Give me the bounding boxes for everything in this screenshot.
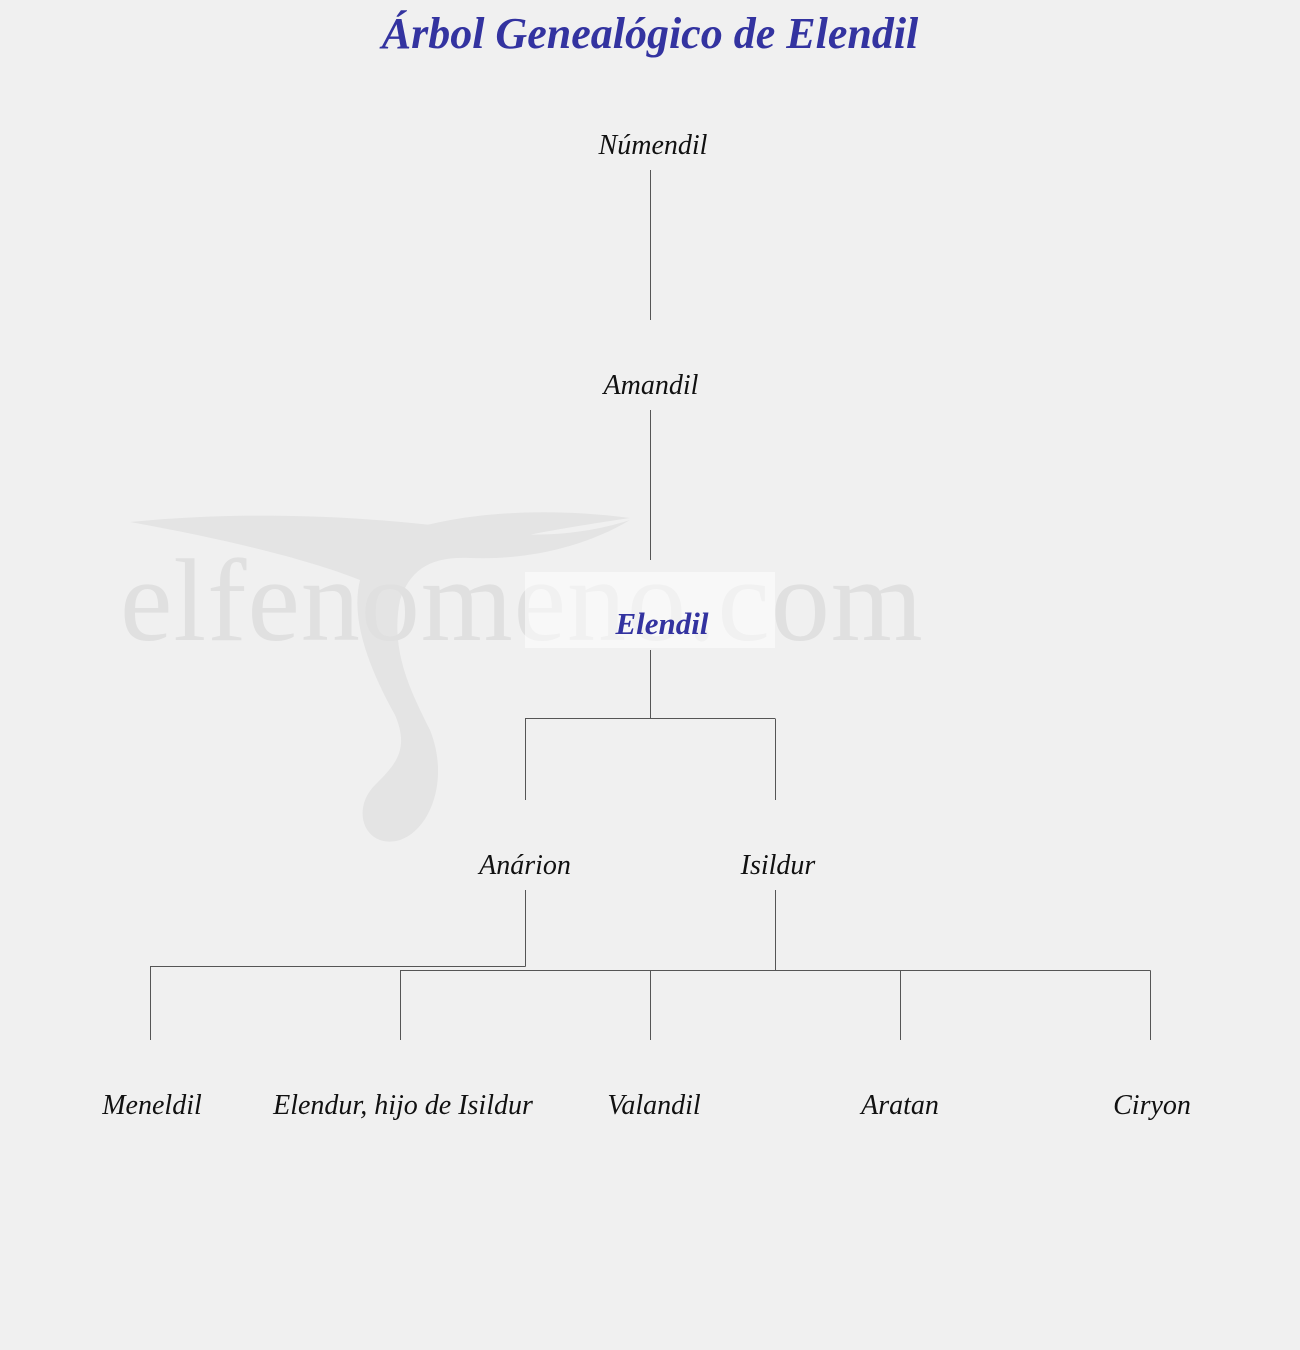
node-amandil: Amandil [603,370,699,401]
node-elendil: Elendil [615,606,709,641]
watermark-text: elfenomeno.com [120,535,924,666]
node-meneldil: Meneldil [102,1090,202,1121]
diagram-title: Árbol Genealógico de Elendil [381,9,919,58]
focus-highlight [525,572,775,648]
node-anarion: Anárion [479,850,571,881]
watermark: elfenomeno.com [120,512,924,842]
node-elendur: Elendur, hijo de Isildur [273,1090,533,1121]
node-isildur: Isildur [740,850,816,881]
node-numendil: Númendil [598,130,708,161]
node-aratan: Aratan [861,1090,939,1121]
node-valandil: Valandil [607,1090,701,1121]
dragon-watermark-icon [130,512,630,842]
node-ciryon: Ciryon [1113,1090,1191,1121]
